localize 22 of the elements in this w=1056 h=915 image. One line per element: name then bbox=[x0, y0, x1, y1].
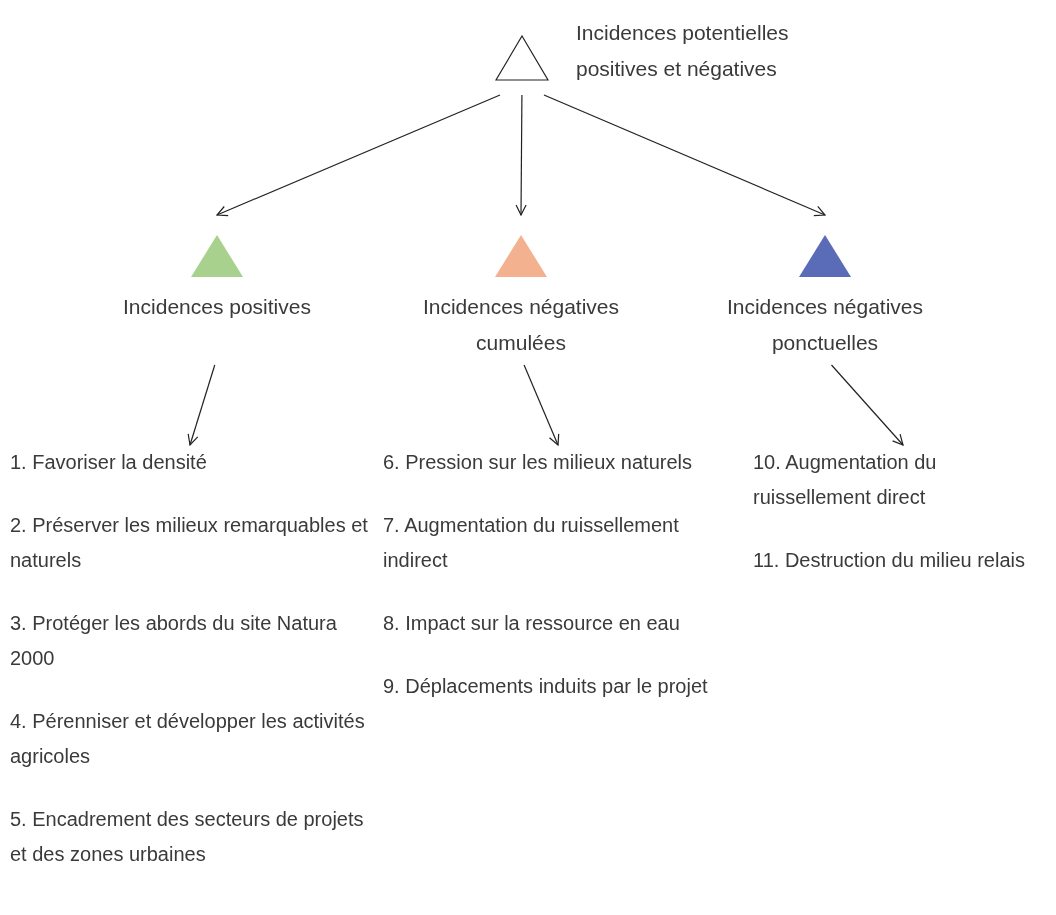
list-item: 11. Destruction du milieu relais bbox=[753, 548, 1026, 573]
list-item: 2. Préserver les milieux remarquables et naturels bbox=[10, 513, 369, 573]
arrow bbox=[523, 364, 560, 446]
category-title: Incidences négatives cumulées bbox=[421, 294, 621, 356]
arrow bbox=[515, 94, 527, 216]
list-item: 7. Augmentation du ruissellement indirect bbox=[383, 513, 680, 573]
list-item: 6. Pression sur les milieux naturels bbox=[383, 450, 693, 475]
category-title: Incidences négatives ponctuelles bbox=[725, 294, 925, 356]
category-title: Incidences positives bbox=[123, 294, 311, 320]
list-item: 1. Favoriser la densité bbox=[10, 450, 208, 475]
list-item: 3. Protéger les abords du site Natura 2000 bbox=[10, 611, 338, 671]
arrow bbox=[830, 364, 904, 446]
list-item: 10. Augmentation du ruissellement direct bbox=[753, 450, 938, 510]
list-item: 9. Déplacements induits par le projet bbox=[383, 674, 709, 699]
triangle-node bbox=[495, 35, 549, 81]
list-item: 4. Pérenniser et développer les activités agricoles bbox=[10, 709, 366, 769]
arrow bbox=[543, 94, 826, 217]
list-item: 8. Impact sur la ressource en eau bbox=[383, 611, 681, 636]
arrow bbox=[216, 94, 501, 217]
node-caption: Incidences potentielles positives et négatives bbox=[576, 20, 790, 82]
list-item: 5. Encadrement des secteurs de projets et des zones urbaines bbox=[10, 807, 365, 867]
arrow bbox=[187, 364, 216, 446]
